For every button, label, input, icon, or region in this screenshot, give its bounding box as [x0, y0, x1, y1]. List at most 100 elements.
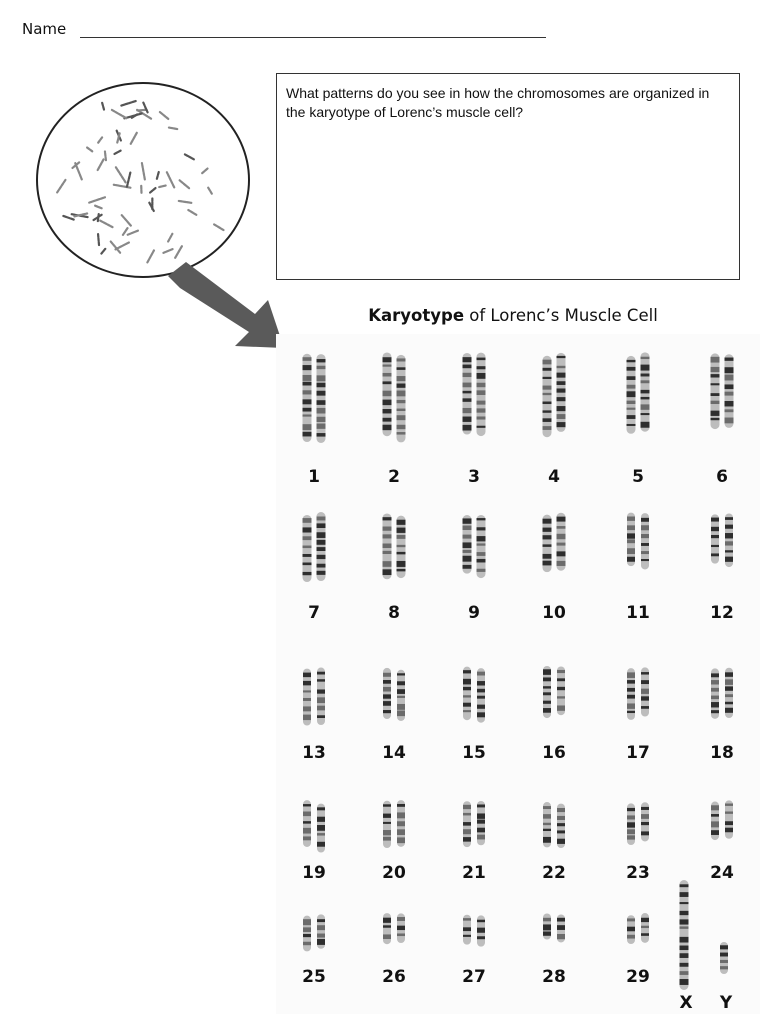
chromosome-band: [382, 364, 392, 367]
spread-chromosome: [99, 219, 114, 229]
chromosome-band: [720, 952, 728, 957]
chromosome-band: [302, 424, 312, 431]
chromosome-band: [556, 560, 566, 566]
pair-label-22: 22: [542, 863, 566, 883]
chromosome-band: [383, 694, 391, 699]
chromosome-band: [557, 838, 565, 844]
chromosome-band: [317, 919, 325, 923]
spread-chromosome: [158, 110, 170, 121]
chromosome-band: [640, 356, 650, 360]
chromosome-band: [725, 679, 733, 685]
chromosome-band: [627, 548, 635, 555]
chromosome-band: [679, 979, 689, 985]
chromosome-band: [640, 380, 650, 384]
chromosome-band: [725, 707, 733, 713]
chromosome-band: [382, 569, 392, 576]
chromosome-band: [396, 367, 406, 370]
spread-chromosome: [120, 99, 137, 107]
chromosome-pair-14: [383, 667, 405, 721]
pair-label-7: 7: [308, 603, 320, 623]
chromosome-pair-25: [303, 914, 325, 952]
name-label: Name: [22, 20, 67, 38]
chromosome-band: [382, 517, 392, 521]
pair-label-21: 21: [462, 863, 486, 883]
chromosome-band: [396, 358, 406, 362]
chromosome-band: [302, 431, 312, 437]
chromosome-pair-26: [383, 913, 405, 945]
spread-chromosome: [201, 167, 209, 175]
chromosome-band: [627, 835, 635, 840]
chromosome-band: [316, 563, 326, 568]
question-text: What patterns do you see in how the chro…: [286, 85, 710, 120]
spread-chromosome: [177, 199, 193, 204]
chromosome-pair-22: [543, 802, 565, 849]
chromosome-band: [317, 807, 325, 811]
chromosome-band: [383, 813, 391, 818]
chromosome-band: [725, 821, 733, 826]
chromosome-band: [725, 672, 733, 677]
chromosome-band: [477, 813, 485, 819]
chromosome-band: [382, 550, 392, 555]
chromosome-band: [542, 359, 552, 365]
chromosome-band: [626, 366, 636, 371]
spread-chromosome: [96, 233, 101, 247]
karyotype-title: Karyotype of Lorenc’s Muscle Cell: [276, 306, 750, 325]
chromosome-band: [476, 568, 486, 572]
chromosome-band: [557, 925, 565, 930]
spread-chromosome: [114, 241, 131, 251]
chromosome-band: [711, 814, 719, 817]
chromosome-band: [724, 417, 734, 424]
chromosome-band: [462, 525, 472, 531]
chromosome-band: [556, 422, 566, 428]
chromosome-band: [711, 830, 719, 835]
chromosome-band: [711, 526, 719, 532]
chromosome-band: [725, 803, 733, 806]
chromosome-band: [556, 372, 566, 378]
chromosome-band: [476, 536, 486, 542]
chromosome-band: [396, 527, 406, 533]
chromosome-band: [397, 710, 405, 717]
chromosome-band: [725, 541, 733, 546]
chromosome-band: [317, 833, 325, 836]
chromosome-band: [463, 678, 471, 685]
chromosome-band: [627, 539, 635, 544]
chromosome-band: [627, 822, 635, 828]
chromosome-band: [303, 927, 311, 932]
chromosome-pair-4: [542, 352, 566, 438]
chromosome-band: [542, 401, 552, 405]
pair-label-20: 20: [382, 863, 406, 883]
chromosome-pair-28: [543, 913, 565, 943]
chromosome-band: [542, 527, 552, 532]
chromatid: [476, 514, 486, 579]
name-line[interactable]: [80, 37, 546, 38]
chromosome-band: [724, 374, 734, 381]
chromosome-band: [557, 830, 565, 834]
spread-chromosome: [129, 131, 138, 145]
chromosome-band: [627, 934, 635, 939]
pair-label-13: 13: [302, 743, 326, 763]
chromosome-band: [627, 807, 635, 812]
chromosome-band: [477, 688, 485, 693]
spread-chromosome: [146, 249, 156, 264]
chromosome-band: [382, 561, 392, 567]
chromosome-band: [316, 523, 326, 529]
spread-chromosome: [120, 214, 132, 227]
chromosome-band: [627, 687, 635, 692]
chromosome-band: [476, 518, 486, 521]
chromosome-band: [462, 555, 472, 562]
chromosome-band: [396, 519, 406, 525]
chromosome-band: [627, 829, 635, 835]
chromosome-band: [711, 710, 719, 714]
chromosome-pair-13: [303, 667, 325, 726]
chromosome-band: [302, 545, 312, 549]
chromatid: [711, 514, 719, 564]
spread-chromosome: [155, 170, 160, 180]
chromosome-band: [303, 933, 311, 938]
question-box[interactable]: What patterns do you see in how the chro…: [276, 73, 740, 280]
chromosome-pair-8: [382, 513, 406, 580]
pair-label-1: 1: [308, 467, 320, 487]
chromosome-band: [303, 804, 311, 807]
chromosome-band: [543, 700, 551, 704]
spread-chromosome: [109, 240, 122, 254]
chromosome-band: [476, 527, 486, 531]
